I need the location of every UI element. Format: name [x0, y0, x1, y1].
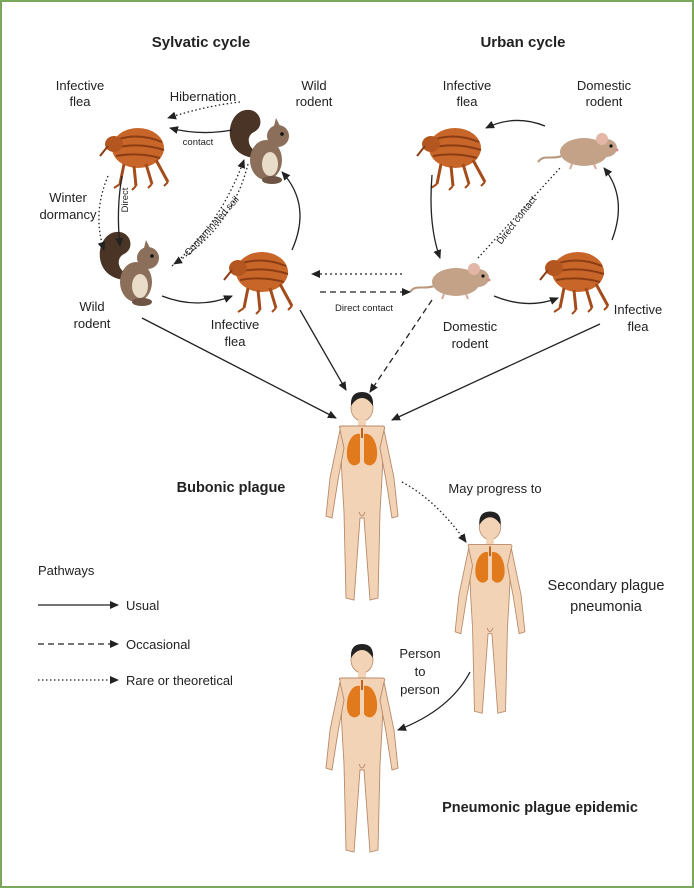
sylvatic-rodent-top-label-2: rodent	[296, 94, 333, 109]
urban-mouse-bottom-icon	[410, 263, 491, 299]
person-label-3: person	[400, 682, 440, 697]
sylvatic-rodent-bottom-label-1: Wild	[79, 299, 104, 314]
secondary-label-1: Secondary plague	[548, 578, 665, 594]
urban-flea-to-rodent-top-arrow	[604, 168, 618, 240]
hibernation-label: Hibernation	[170, 89, 237, 104]
legend-title: Pathways	[38, 563, 95, 578]
sylvatic-flea-top-label-1: Infective	[56, 78, 104, 93]
urban-rodent-top-label-1: Domestic	[577, 78, 632, 93]
legend: Pathways Usual Occasional Rare or theore…	[38, 563, 233, 688]
rodent-to-flea-arrow	[162, 296, 232, 303]
urban-flea-bottom-label-1: Infective	[614, 302, 662, 317]
may-progress-label: May progress to	[448, 481, 541, 496]
legend-usual-label: Usual	[126, 598, 159, 613]
bubonic-plague-label: Bubonic plague	[177, 480, 286, 496]
urban-flea-top-icon	[417, 128, 485, 190]
contact-label: contact	[183, 137, 214, 148]
person-label-2: to	[415, 664, 426, 679]
urban-flea-bottom-label-2: flea	[628, 319, 650, 334]
pneumonic-epidemic-label: Pneumonic plague epidemic	[442, 800, 638, 816]
urban-direct-contact-label: Direct contact	[495, 194, 540, 247]
legend-occasional-label: Occasional	[126, 637, 190, 652]
wild-rodent-to-human-arrow	[142, 318, 336, 418]
person-to-person-arrow	[398, 672, 470, 730]
urban-rodent-to-flea-arrow	[486, 120, 545, 128]
sylvatic-flea-top-label-2: flea	[70, 94, 92, 109]
contact-arrow	[170, 128, 232, 133]
secondary-label-2: pneumonia	[570, 599, 643, 615]
urban-flea-top-label-1: Infective	[443, 78, 491, 93]
hibernation-arrow	[168, 102, 240, 118]
sylvatic-squirrel-top-icon	[230, 110, 289, 184]
flea-to-rodent-arrow	[282, 172, 300, 250]
contaminated-soil-label: Contaminated soil	[183, 194, 242, 258]
bridge-direct-contact-label: Direct contact	[335, 303, 393, 314]
sylvatic-squirrel-bottom-icon	[100, 232, 159, 306]
sylvatic-flea-top-icon	[100, 128, 168, 190]
urban-rodent-bottom-label-2: rodent	[452, 336, 489, 351]
sylvatic-rodent-bottom-label-2: rodent	[74, 316, 111, 331]
sylvatic-rodent-top-label-1: Wild	[301, 78, 326, 93]
urban-direct-contact-line	[478, 168, 560, 258]
urban-title: Urban cycle	[480, 34, 565, 51]
wild-flea-to-human-arrow	[300, 310, 346, 390]
epidemic-human-figure	[326, 644, 398, 852]
person-label-1: Person	[399, 646, 440, 661]
domestic-flea-to-human-arrow	[392, 324, 600, 420]
legend-rare-label: Rare or theoretical	[126, 673, 233, 688]
urban-mouse-top-icon	[538, 133, 619, 169]
winter-label-1: Winter	[49, 190, 87, 205]
urban-flea-top-label-2: flea	[457, 94, 479, 109]
bubonic-human-figure	[326, 392, 398, 600]
winter-label-2: dormancy	[39, 207, 97, 222]
sylvatic-flea-bottom-icon	[224, 252, 292, 314]
urban-rodent-to-flea-bottom-arrow	[494, 296, 558, 304]
urban-rodent-bottom-label-1: Domestic	[443, 319, 498, 334]
direct-label: Direct	[120, 187, 131, 212]
urban-rodent-top-label-2: rodent	[586, 94, 623, 109]
urban-flea-bottom-icon	[540, 252, 608, 314]
sylvatic-title: Sylvatic cycle	[152, 34, 250, 51]
sylvatic-flea-bottom-label-2: flea	[225, 334, 247, 349]
sylvatic-flea-bottom-label-1: Infective	[211, 317, 259, 332]
